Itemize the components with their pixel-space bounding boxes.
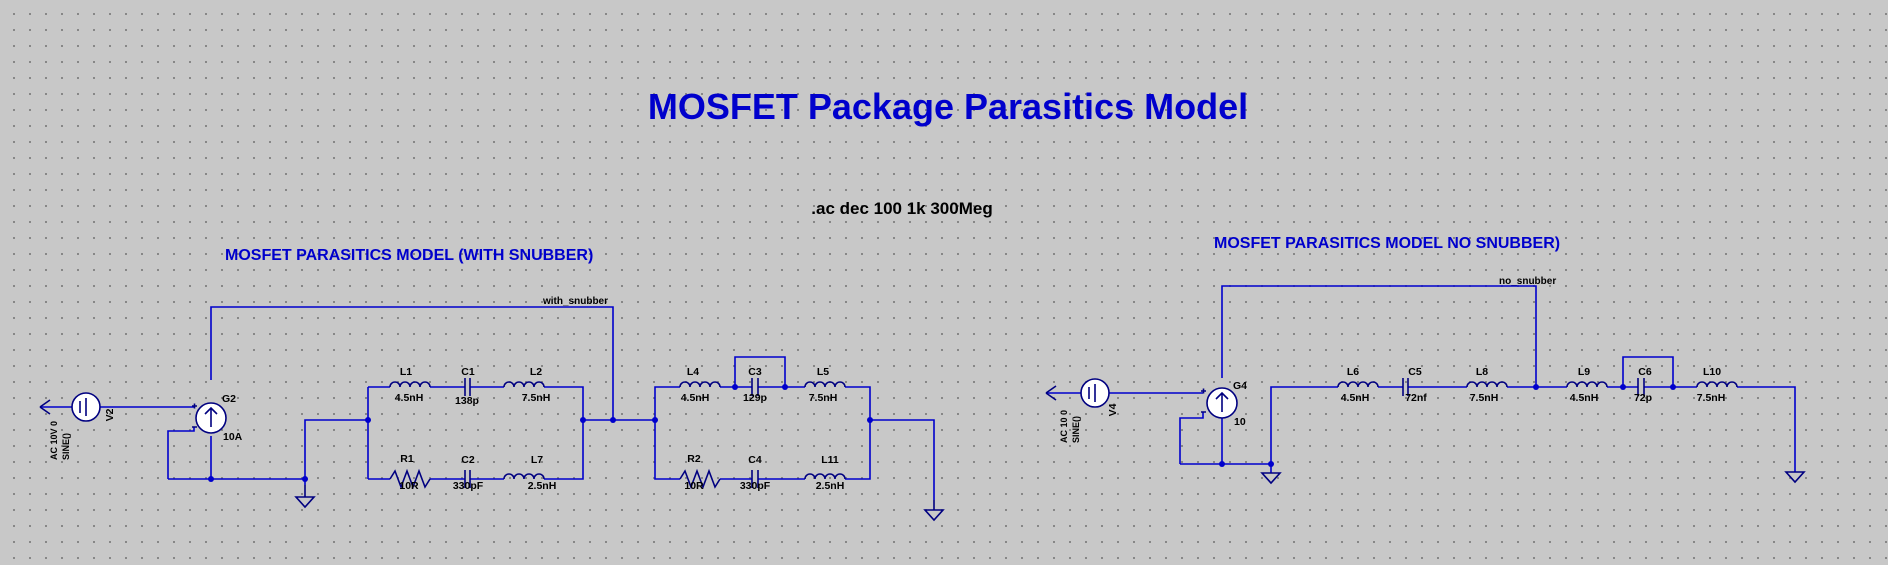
component-value: 4.5nH <box>1570 392 1599 404</box>
inductor-l6[interactable]: L6 4.5nH <box>1337 366 1379 404</box>
net-label-with-snubber[interactable]: with_snubber <box>542 296 608 307</box>
component-name: L11 <box>821 454 839 466</box>
capacitor-c3[interactable]: C3 129p <box>743 366 767 404</box>
inductor-l4[interactable]: L4 4.5nH <box>679 366 721 404</box>
capacitor-c5[interactable]: C5 72nf <box>1402 366 1427 404</box>
component-name: C1 <box>461 366 475 378</box>
junction-dot <box>610 417 616 423</box>
page-title: MOSFET Package Parasitics Model <box>648 86 1248 127</box>
capacitor-c6[interactable]: C6 72p <box>1634 366 1652 404</box>
component-value: 7.5nH <box>1697 392 1726 404</box>
source-function-v4: SINE() <box>1071 416 1081 443</box>
left-circuit-heading: MOSFET PARASITICS MODEL (WITH SNUBBER) <box>225 247 593 264</box>
capacitor-c2[interactable]: C2 330pF <box>453 454 484 492</box>
left-circuit: MOSFET PARASITICS MODEL (WITH SNUBBER) w… <box>39 247 945 522</box>
controlled-source-value-g4: 10 <box>1234 416 1246 428</box>
right-circuit: MOSFET PARASITICS MODEL NO SNUBBER) no_s… <box>1045 235 1806 485</box>
voltage-source-v2[interactable]: V2 AC 10V 0 SINE() <box>49 392 116 460</box>
wire[interactable] <box>40 306 935 500</box>
component-name: C3 <box>748 366 762 378</box>
inductor-l2[interactable]: L2 7.5nH <box>503 366 551 404</box>
inductor-l5[interactable]: L5 7.5nH <box>804 366 846 404</box>
wire[interactable] <box>1046 285 1796 473</box>
component-name: R1 <box>400 453 414 465</box>
ground-icon[interactable] <box>294 485 316 509</box>
inductor-l8[interactable]: L8 7.5nH <box>1466 366 1508 404</box>
component-name: C4 <box>748 454 762 466</box>
ground-icon[interactable] <box>1784 471 1806 484</box>
inductor-l9[interactable]: L9 4.5nH <box>1566 366 1608 404</box>
component-value: 2.5nH <box>816 480 845 492</box>
capacitor-c4[interactable]: C4 330pF <box>740 454 771 492</box>
controlled-source-name-g2: G2 <box>222 393 236 405</box>
controlled-source-g4[interactable]: G4 10 <box>1201 380 1247 428</box>
component-value: 138p <box>455 395 479 407</box>
component-name: L1 <box>400 366 412 378</box>
component-name: L2 <box>530 366 542 378</box>
component-name: L5 <box>817 366 829 378</box>
component-value: 72p <box>1634 392 1652 404</box>
junction-dot <box>1670 384 1676 390</box>
component-value: 4.5nH <box>681 392 710 404</box>
controlled-source-g2[interactable]: G2 10A <box>192 393 243 443</box>
junction-dot <box>302 476 308 482</box>
component-name: C5 <box>1408 366 1422 378</box>
capacitor-c1[interactable]: C1 138p <box>455 366 479 407</box>
ground-icon[interactable] <box>923 500 945 522</box>
junction-dot <box>1620 384 1626 390</box>
controlled-source-value-g2: 10A <box>223 431 243 443</box>
source-function-v2: SINE() <box>61 433 71 460</box>
junction-dot <box>652 417 658 423</box>
component-name: C2 <box>461 454 475 466</box>
component-value: 330pF <box>453 480 484 492</box>
junction-dot <box>867 417 873 423</box>
junction-dot <box>1533 384 1539 390</box>
source-value-v2: AC 10V 0 <box>49 421 59 460</box>
right-circuit-heading: MOSFET PARASITICS MODEL NO SNUBBER) <box>1214 235 1560 252</box>
component-name: L9 <box>1578 366 1590 378</box>
input-port-arrow-icon[interactable] <box>1045 385 1057 401</box>
component-value: 7.5nH <box>522 392 551 404</box>
component-name: R2 <box>687 453 701 465</box>
junction-dot <box>208 476 214 482</box>
component-value: 7.5nH <box>809 392 838 404</box>
junction-dot <box>1268 461 1274 467</box>
component-name: L10 <box>1703 366 1721 378</box>
component-name: L4 <box>687 366 699 378</box>
junction-dot <box>580 417 586 423</box>
component-name: L8 <box>1476 366 1488 378</box>
component-name: L7 <box>531 454 543 466</box>
ac-directive[interactable]: .ac dec 100 1k 300Meg <box>811 199 992 218</box>
component-value: 2.5nH <box>528 480 557 492</box>
inductor-l10[interactable]: L10 7.5nH <box>1696 366 1738 404</box>
component-value: 10R <box>399 480 419 492</box>
component-value: 72nf <box>1405 392 1427 404</box>
ground-icon[interactable] <box>1260 472 1282 485</box>
voltage-source-v4[interactable]: V4 AC 10 0 SINE() <box>1059 378 1119 443</box>
inductor-l11[interactable]: L11 2.5nH <box>804 454 846 492</box>
controlled-source-name-g4: G4 <box>1233 380 1247 392</box>
junction-dot <box>1219 461 1225 467</box>
component-value: 330pF <box>740 480 771 492</box>
junction-dot <box>782 384 788 390</box>
resistor-r2[interactable]: R2 10R <box>679 453 721 492</box>
resistor-r1[interactable]: R1 10R <box>389 453 431 492</box>
inductor-l7[interactable]: L7 2.5nH <box>503 454 557 492</box>
component-name: L6 <box>1347 366 1359 378</box>
junction-dot <box>365 417 371 423</box>
junction-dot <box>732 384 738 390</box>
inductor-l1[interactable]: L1 4.5nH <box>389 366 431 404</box>
component-value: 4.5nH <box>1341 392 1370 404</box>
source-name-v2: V2 <box>104 408 116 421</box>
net-label-no-snubber[interactable]: no_snubber <box>1499 276 1556 287</box>
component-value: 129p <box>743 392 767 404</box>
source-value-v4: AC 10 0 <box>1059 410 1069 443</box>
component-value: 4.5nH <box>395 392 424 404</box>
component-value: 10R <box>684 480 704 492</box>
input-port-arrow-icon[interactable] <box>39 399 51 415</box>
component-name: C6 <box>1638 366 1652 378</box>
component-value: 7.5nH <box>1470 392 1499 404</box>
source-name-v4: V4 <box>1107 403 1119 416</box>
